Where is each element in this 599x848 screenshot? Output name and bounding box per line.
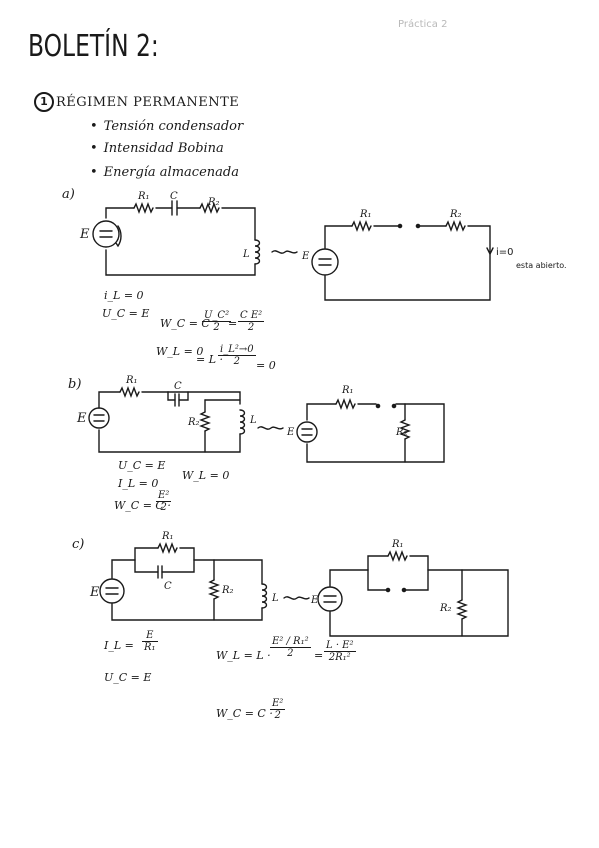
label-r2: R₂ (222, 585, 234, 596)
eq-a-wl-rhs: = 0 (256, 359, 276, 372)
label-r1-equiv: R₁ (342, 385, 354, 396)
eq-c-il-lhs: I_L = (104, 639, 134, 652)
circuit-b-equivalent (296, 398, 445, 463)
label-l: L (272, 593, 279, 604)
eq-c-wl-lhs: W_L = L · (216, 649, 271, 662)
side-note-current: i=0 (496, 247, 514, 258)
section-heading: RÉGIMEN PERMANENTE (56, 95, 240, 110)
eq-b-wc-lhs: W_C = C · (114, 499, 171, 512)
capacitor-c (171, 200, 178, 216)
bullet-item: Energía almacenada (90, 166, 239, 179)
label-r2: R₂ (208, 197, 220, 208)
label-r2: R₂ (188, 417, 200, 428)
circuit-a-equivalent (311, 220, 494, 301)
label-e: E (80, 227, 90, 242)
corner-note: Práctica 2 (398, 19, 448, 30)
eq-a-uc: U_C = E (102, 307, 150, 320)
label-c: C (174, 381, 182, 392)
inductor-l (254, 239, 261, 265)
eq-c-wl-eq: = (314, 649, 324, 662)
eq-a-wc-eq: = (228, 317, 238, 330)
label-r1: R₁ (162, 531, 174, 542)
side-note-text: esta abierto. (516, 261, 567, 270)
label-r1-equiv: R₁ (392, 539, 404, 550)
circuit-c-equivalent (317, 550, 509, 637)
eq-c-uc: U_C = E (104, 671, 152, 684)
label-l: L (250, 415, 257, 426)
label-r1: R₁ (126, 375, 138, 386)
eq-b-uc: U_C = E (118, 459, 166, 472)
label-c: C (170, 191, 178, 202)
eq-b-il: I_L = 0 (118, 477, 159, 490)
eq-b-wl: W_L = 0 (182, 469, 230, 482)
label-r1: R₁ (138, 191, 150, 202)
circuit-b-original (88, 386, 284, 453)
eq-a-wl-lhs: W_L = 0 (156, 345, 204, 358)
eq-c-wl-frac: E² / R₁² 2 (270, 636, 311, 659)
eq-a-il: i_L = 0 (104, 289, 144, 302)
page-title: BOLETÍN 2: (28, 29, 159, 64)
label-e-equiv: E (311, 595, 319, 606)
part-c-label: c) (72, 537, 85, 552)
label-l: L (243, 249, 250, 260)
label-r1-equiv: R₁ (360, 209, 372, 220)
resistor-r2 (199, 202, 220, 214)
label-r2-equiv: R₂ (440, 603, 452, 614)
label-e-equiv: E (287, 427, 295, 438)
eq-a-wl-mid: = L · (196, 353, 224, 366)
label-r2-equiv: R₂ (396, 427, 408, 438)
part-a-label: a) (62, 187, 75, 202)
section-number: 1 (34, 92, 54, 112)
eq-c-wc-lhs: W_C = C · (216, 707, 273, 720)
label-r2-equiv: R₂ (450, 209, 462, 220)
bullet-item: Intensidad Bobina (90, 142, 224, 155)
label-c: C (164, 581, 172, 592)
label-e: E (77, 411, 87, 426)
label-e-equiv: E (302, 251, 310, 262)
label-e: E (90, 585, 100, 600)
resistor-r1 (133, 202, 154, 214)
circuit-a-original (92, 200, 298, 276)
bullet-item: Tensión condensador (90, 120, 244, 133)
circuit-c-original (99, 542, 310, 621)
eq-a-wc-lhs: W_C = C · (160, 317, 217, 330)
part-b-label: b) (68, 377, 82, 392)
source-e (92, 220, 120, 248)
